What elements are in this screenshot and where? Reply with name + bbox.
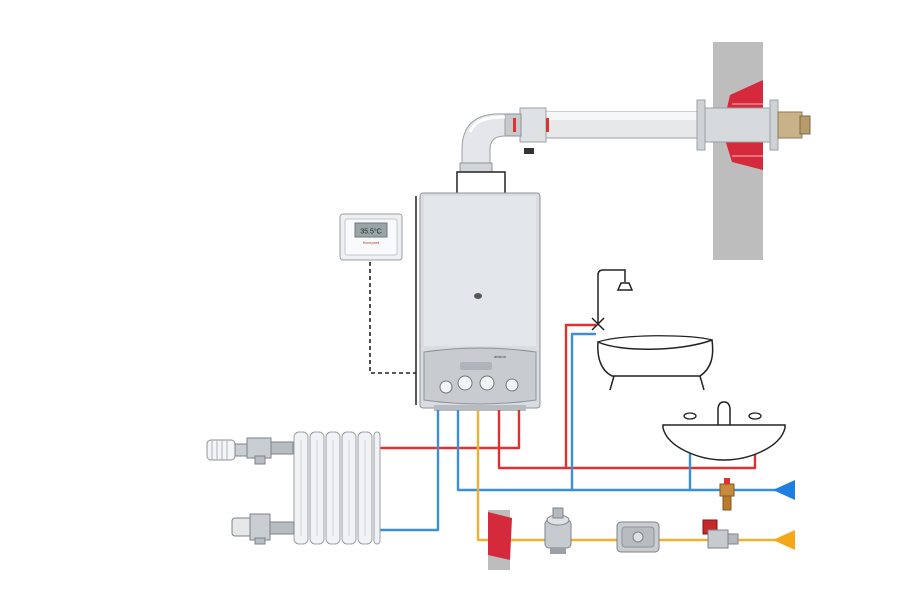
coaxial-flue-icon: [456, 99, 811, 195]
cold-pipe-supply: [456, 410, 780, 492]
gas-pipe: [476, 410, 780, 542]
radiator-icon: [293, 431, 381, 545]
bath-valve-icon: [591, 317, 605, 331]
flue-clip: [524, 148, 534, 154]
cold-pipe-bath: [570, 332, 596, 490]
cold-pipe-radiator-return: [378, 410, 440, 532]
cold-water-inlet-arrow: [773, 480, 795, 500]
wall-boiler-icon: ariston: [415, 192, 541, 411]
room-thermostat-icon: 35.5°C Honeywell: [339, 213, 403, 261]
boiler-knob-mid: [457, 375, 473, 391]
gas-inlet-arrow: [773, 530, 795, 550]
boiler-brand: ariston: [494, 354, 506, 359]
boiler-knob-far-right: [505, 378, 519, 392]
water-filter-icon: [719, 478, 735, 511]
radiator-lockshield-valve-icon: [231, 513, 295, 545]
hot-pipe-bath: [564, 323, 596, 468]
boiler-logo-dot: [474, 293, 482, 299]
gas-meter-icon: [616, 521, 660, 553]
flue-wall: [713, 42, 763, 260]
boiler-knob-left: [439, 380, 453, 394]
boiler-knob-right: [479, 375, 495, 391]
boiler-display: [460, 362, 492, 370]
bathtub-icon: [597, 335, 714, 391]
shower-head-icon: [597, 269, 634, 325]
boiler-control-panel: [423, 347, 537, 405]
hot-pipe-radiator-flow: [378, 410, 521, 450]
thermostat-display: [354, 222, 388, 238]
washbasin-icon: [662, 401, 786, 461]
radiator-thermostatic-valve-icon: [206, 437, 294, 465]
thermostat-wire: [369, 262, 416, 374]
thermostat-brand: Honeywell: [363, 241, 380, 245]
gas-entry-wall: [488, 510, 512, 570]
gas-safety-valve-icon: [702, 519, 739, 549]
thermostat-display-text: 35.5°C: [360, 228, 381, 236]
gas-regulator-icon: [544, 507, 572, 554]
